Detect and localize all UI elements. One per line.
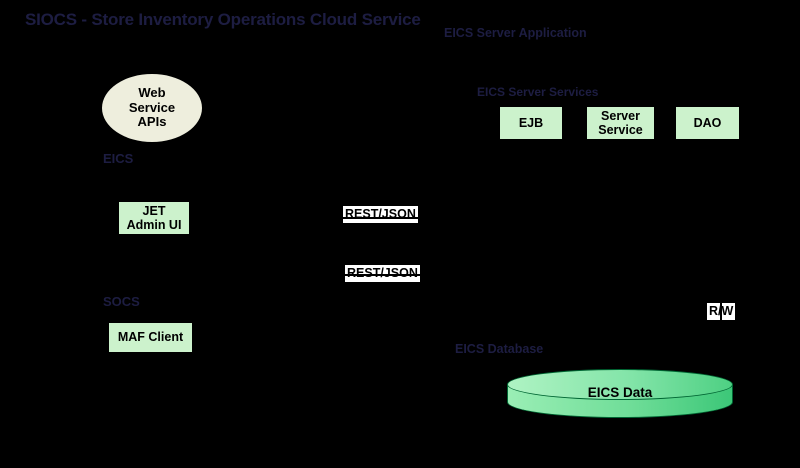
rest-json-connector-label-bottom: REST/JSON [345,265,420,282]
jet-to-server-arrow [190,217,490,219]
web-service-apis-label: Web Service APIs [128,85,176,130]
eics-data-label: EICS Data [587,385,653,400]
eics-server-services-label: EICS Server Services [477,85,599,99]
jet-admin-ui-label: JET Admin UI [126,203,182,232]
jet-admin-ui-node: JET Admin UI [118,201,190,235]
eics-database-label: EICS Database [455,342,544,356]
maf-to-server-arrow [193,274,493,276]
dao-label: DAO [693,115,722,130]
server-to-database-arrow [720,145,722,365]
dao-node: DAO [675,106,740,140]
rest-json-connector-label-top: REST/JSON [343,206,418,223]
ejb-label: EJB [518,115,544,130]
diagram-title: SIOCS - Store Inventory Operations Cloud… [25,10,421,29]
cylinder-top [507,369,733,400]
server-service-node: Server Service [586,106,655,140]
maf-client-node: MAF Client [108,322,193,353]
socs-group-label: SOCS [103,294,140,309]
web-service-apis-node: Web Service APIs [100,72,204,144]
eics-group-label: EICS [103,151,134,166]
server-service-label: Server Service [598,108,643,137]
ejb-node: EJB [499,106,563,140]
maf-client-label: MAF Client [117,330,184,345]
eics-data-cylinder: EICS Data [507,369,733,419]
eics-server-application-label: EICS Server Application [444,26,587,40]
